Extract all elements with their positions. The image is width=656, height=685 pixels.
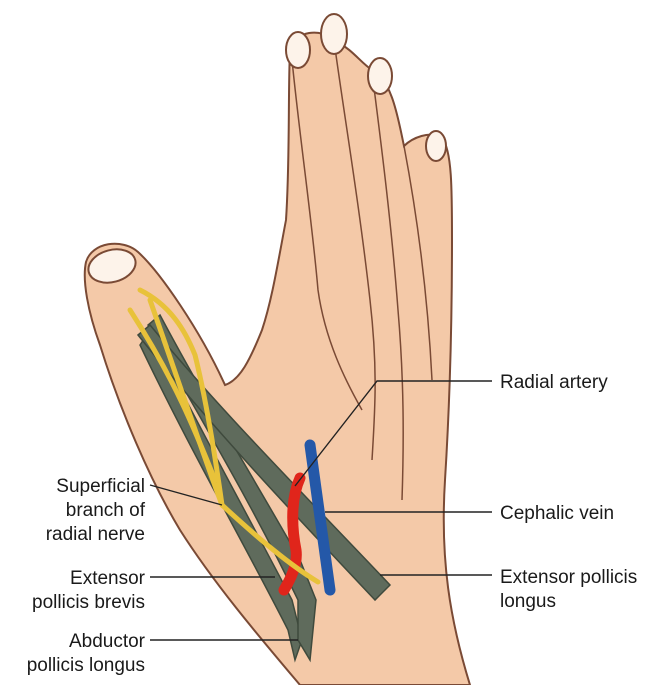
label-cephalic-vein: Cephalic vein — [500, 503, 614, 524]
label-sbrn-line3: radial nerve — [46, 524, 145, 545]
label-radial-artery: Radial artery — [500, 372, 608, 393]
label-epb-line2: pollicis brevis — [32, 592, 145, 613]
label-epl-line1: Extensor pollicis — [500, 567, 637, 588]
middle-nail — [321, 14, 347, 54]
label-sbrn-line2: branch of — [66, 500, 146, 521]
ring-nail — [368, 58, 392, 94]
label-epl-line2: longus — [500, 591, 556, 612]
index-nail — [286, 32, 310, 68]
label-sbrn-line1: Superficial — [56, 476, 145, 497]
label-epb-line1: Extensor — [70, 568, 146, 589]
little-nail — [426, 131, 446, 161]
label-apl-line2: pollicis longus — [27, 655, 145, 676]
label-apl-line1: Abductor — [69, 631, 146, 652]
